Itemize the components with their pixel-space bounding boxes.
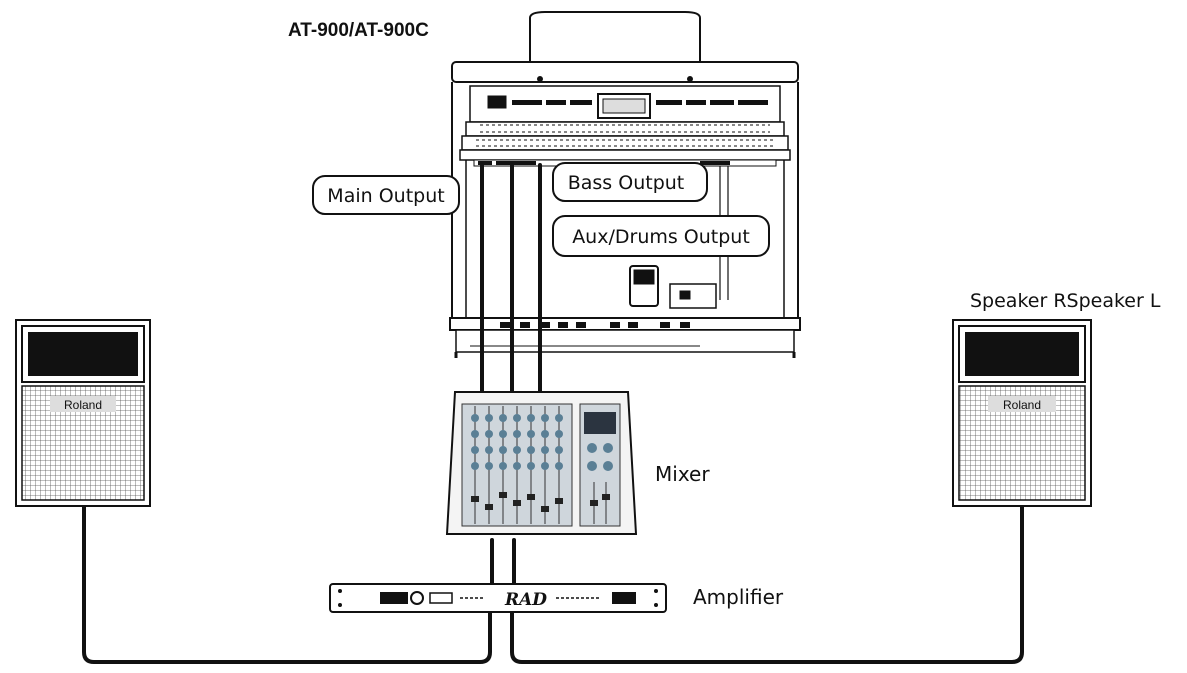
amplifier-label: Amplifier — [693, 585, 784, 609]
speaker-left-brand: Roland — [64, 398, 102, 412]
aux-drums-output-label: Aux/Drums Output — [572, 226, 750, 248]
speakers-label: Speaker RSpeaker L — [970, 290, 1161, 312]
main-output-callout: Main Output — [312, 175, 460, 215]
speaker-icon: Roland — [15, 319, 151, 507]
aux-output-callout: Aux/Drums Output — [552, 215, 770, 257]
speaker-right: Roland — [952, 319, 1092, 507]
amplifier-icon: RAD — [329, 583, 667, 613]
mixer-label: Mixer — [655, 462, 710, 486]
speaker-icon: Roland — [952, 319, 1092, 507]
mixer-icon — [445, 391, 638, 535]
cables — [82, 163, 1024, 664]
bass-output-callout: Bass Output — [552, 162, 708, 202]
speaker-right-brand: Roland — [1003, 398, 1041, 412]
diagram-title: AT-900/AT-900C — [288, 20, 429, 41]
speaker-left: Roland — [15, 319, 151, 507]
amp-brand: RAD — [504, 590, 547, 610]
main-output-label: Main Output — [327, 185, 444, 207]
bass-output-label: Bass Output — [568, 172, 685, 194]
